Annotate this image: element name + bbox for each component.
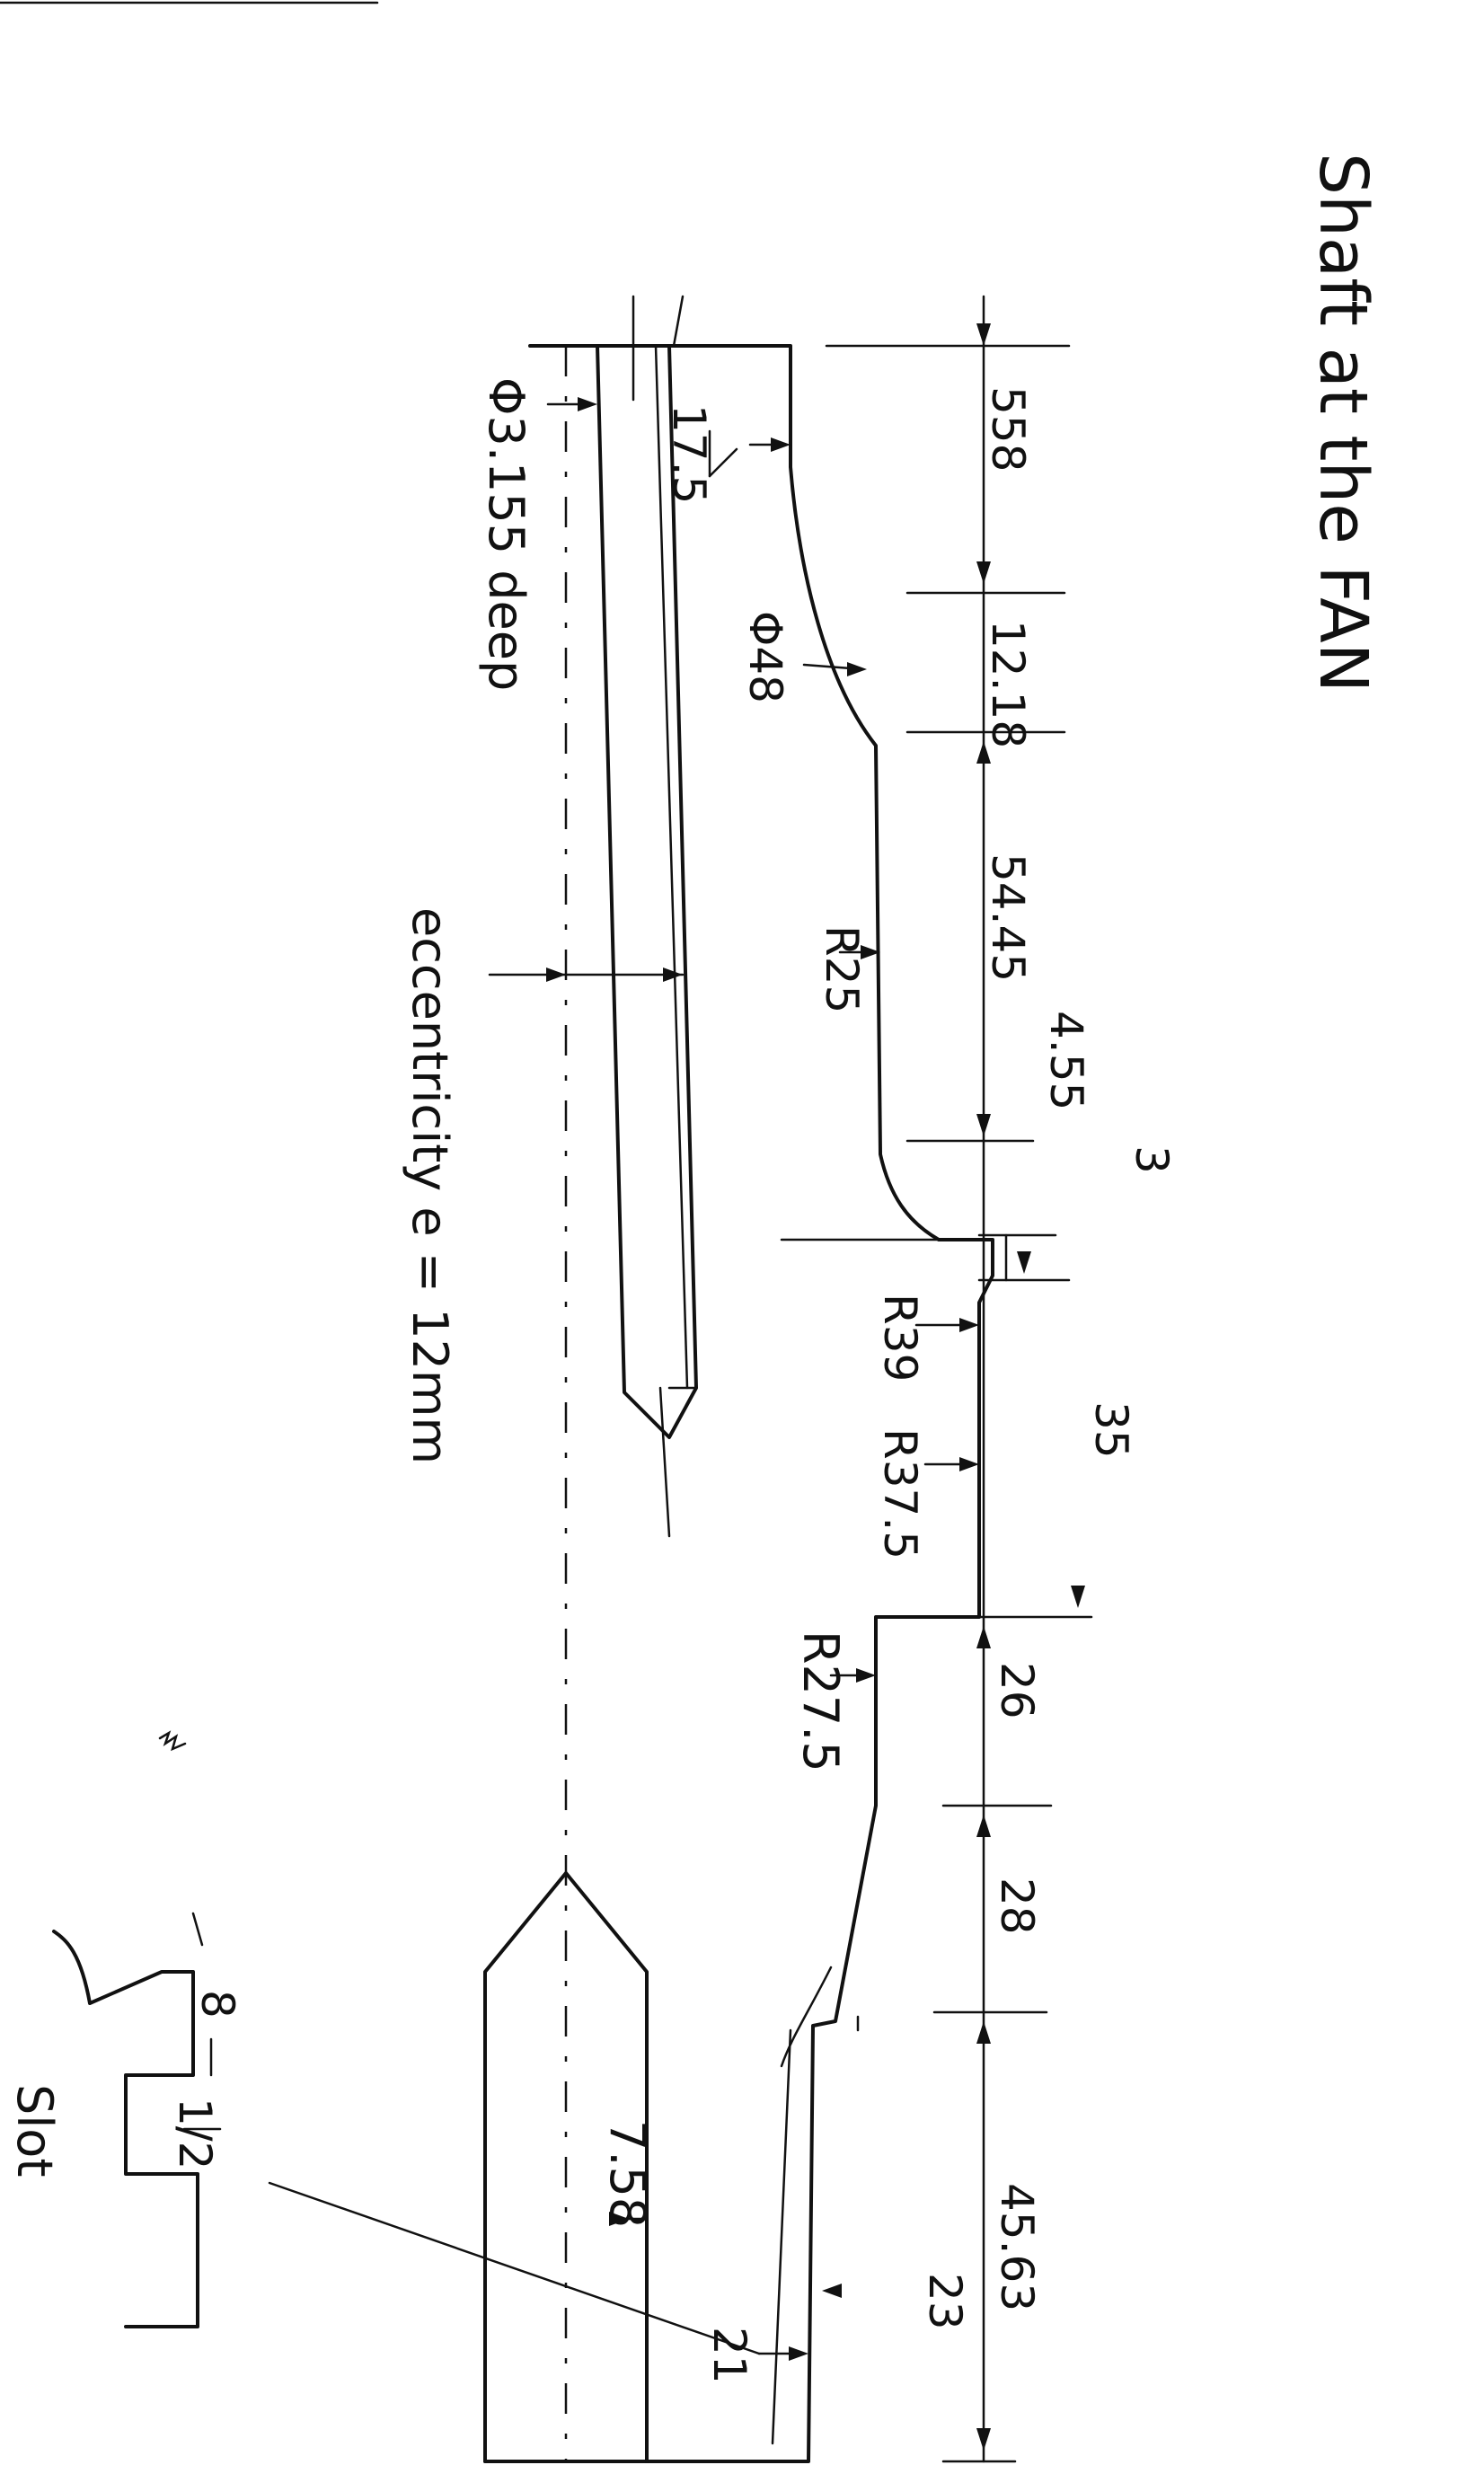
drawing-title: Shaft at the FAN — [1304, 153, 1382, 693]
dim-12-18: 12.18 — [982, 620, 1034, 748]
dim-4-55: 4.55 — [1040, 1011, 1092, 1110]
label-r25: R25 — [816, 925, 868, 1013]
slot-label: Slot — [6, 2084, 63, 2178]
dim-45-63: 45.63 — [991, 2183, 1043, 2311]
eccentricity-note: eccentricity e = 12mm — [402, 907, 458, 1464]
dim-54-45: 54.45 — [982, 853, 1034, 982]
bore-outline — [596, 344, 698, 1439]
label-hole-depth: Φ3.155 deep — [478, 377, 534, 691]
dim-28: 28 — [991, 1877, 1043, 1935]
label-r27-5: R27.5 — [792, 1630, 849, 1772]
dim-35: 35 — [1085, 1401, 1137, 1459]
slot-profile — [52, 1930, 199, 2328]
label-23: 23 — [919, 2273, 971, 2330]
label-r37-5: R37.5 — [874, 1428, 926, 1559]
hub-outline — [483, 1871, 649, 2463]
label-21: 21 — [703, 2327, 755, 2384]
dim-3: 3 — [1126, 1145, 1178, 1174]
label-7-58: 7.58 — [599, 2120, 656, 2228]
dim-558: 558 — [982, 386, 1034, 472]
dim-26: 26 — [991, 1662, 1043, 1719]
slot-width-8: 8 — [191, 1990, 243, 2019]
label-phi48: Φ48 — [739, 611, 791, 703]
slot-width-half: 1/2 — [169, 2098, 221, 2169]
shaft-upper-profile — [483, 344, 994, 2463]
label-17-5: 17.5 — [663, 404, 715, 504]
scribble-mark — [158, 1730, 187, 1752]
label-r39: R39 — [874, 1294, 926, 1382]
